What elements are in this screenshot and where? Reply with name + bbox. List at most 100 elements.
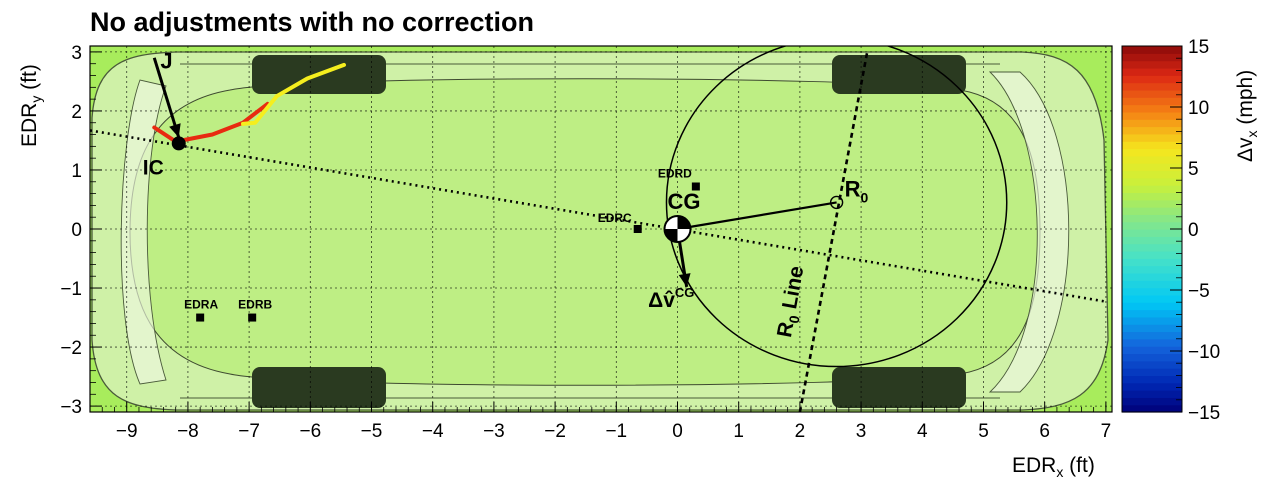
zero-line <box>90 129 1107 303</box>
y-tick-label: −2 <box>60 338 82 359</box>
edr-point <box>196 313 205 322</box>
r0-circle <box>665 46 1008 368</box>
colorbar-band <box>1122 382 1182 391</box>
colorbar-band <box>1122 390 1182 398</box>
x-tick-label: −1 <box>605 421 627 442</box>
x-tick-label: −9 <box>116 421 138 442</box>
colorbar-band <box>1122 287 1182 296</box>
colorbar-band <box>1122 272 1182 281</box>
cg-symbol-quadrant <box>677 216 691 229</box>
edr-point-label: EDRB <box>238 298 272 312</box>
x-tick-label: −3 <box>483 421 505 442</box>
colorbar-band <box>1122 111 1182 120</box>
r0-label-main: R <box>845 176 861 201</box>
colorbar-band <box>1122 46 1182 54</box>
x-tick-label: 0 <box>672 421 683 442</box>
colorbar-band <box>1122 97 1182 106</box>
delta-v-label-main: Δv̂ <box>648 289 675 312</box>
colorbar-band <box>1122 229 1182 237</box>
r0-label-sub: 0 <box>861 189 869 205</box>
x-tick-label: −6 <box>299 421 321 442</box>
x-tick-label: −4 <box>422 421 444 442</box>
x-tick-label: 4 <box>917 421 928 442</box>
colorbar-band <box>1122 75 1182 84</box>
colorbar-band <box>1122 280 1182 289</box>
colorbar-tick-label: −10 <box>1188 342 1220 363</box>
r0-line-label-main: R <box>773 320 798 339</box>
edr-point-label: EDRC <box>598 211 632 225</box>
colorbar-band <box>1122 67 1182 76</box>
r0-label: R0 <box>845 176 869 205</box>
y-tick-label: 1 <box>71 161 82 182</box>
j-arrow-head <box>169 123 181 138</box>
x-tick-label: 2 <box>795 421 806 442</box>
cg-r0-segment <box>677 201 837 231</box>
colorbar-band <box>1122 353 1182 362</box>
r0-point <box>829 195 844 210</box>
colorbar-band <box>1122 294 1182 303</box>
data-layer <box>90 46 1107 412</box>
colorbar-tick-label: 0 <box>1188 220 1199 241</box>
y-tick-label: 3 <box>71 43 82 64</box>
edr-point <box>633 225 642 233</box>
colorbar-band <box>1122 104 1182 113</box>
cg-symbol <box>663 215 692 243</box>
windshield-right <box>988 71 1070 393</box>
colorbar-band <box>1122 177 1182 186</box>
colorbar-band <box>1122 338 1182 347</box>
j-label: J <box>160 48 172 73</box>
colorbar-band <box>1122 89 1182 98</box>
x-tick-label: 3 <box>856 421 867 442</box>
colorbar-band <box>1122 53 1182 62</box>
j-arrow <box>152 57 181 138</box>
colorbar-band <box>1122 170 1182 179</box>
vehicle-cabin <box>129 78 1041 386</box>
colorbar-band <box>1122 265 1182 274</box>
colorbar-band <box>1122 243 1182 252</box>
edr-point-label: EDRA <box>184 298 218 312</box>
wheel-rear-right <box>252 367 386 408</box>
chart-title: No adjustments with no correction <box>90 7 534 37</box>
colorbar-band <box>1122 250 1182 259</box>
colorbar-tick-label: −15 <box>1188 403 1220 424</box>
x-tick-label: 5 <box>978 421 989 442</box>
colorbar-band <box>1122 397 1182 406</box>
x-tick-label: 7 <box>1101 421 1112 442</box>
colorbar-band <box>1122 155 1182 164</box>
colorbar-band <box>1122 60 1182 69</box>
delta-v-label-sup: CG <box>675 285 695 300</box>
x-tick-label: 1 <box>733 421 744 442</box>
colorbar-band <box>1122 192 1182 201</box>
colorbar-band <box>1122 126 1182 135</box>
wheel-front-left <box>832 55 966 94</box>
trajectory-series <box>152 101 270 144</box>
colorbar-band <box>1122 404 1182 413</box>
colorbar-band <box>1122 141 1182 150</box>
y-tick-label: −1 <box>60 279 82 300</box>
colorbar-band <box>1122 148 1182 157</box>
colorbar-band <box>1122 368 1182 376</box>
cg-label: CG <box>667 189 700 214</box>
wheel-front-right <box>832 367 966 408</box>
colorbar-band <box>1122 163 1182 172</box>
trajectory-series <box>241 62 346 126</box>
vehicle-outline <box>91 51 1109 411</box>
colorbar-tick-label: 15 <box>1188 37 1209 58</box>
ic-point <box>171 136 186 151</box>
colorbar-band <box>1122 360 1182 369</box>
windshield-left <box>120 79 167 385</box>
colorbar-band <box>1122 324 1182 333</box>
colorbar-tick-label: 10 <box>1188 98 1209 119</box>
y-tick-label: −3 <box>60 397 82 418</box>
colorbar-band <box>1122 258 1182 267</box>
y-tick-label: 2 <box>71 102 82 123</box>
colorbar-band <box>1122 207 1182 215</box>
colorbar-tick-label: −5 <box>1188 281 1210 302</box>
edr-point-label: EDRD <box>658 166 692 180</box>
edr-point <box>248 313 257 322</box>
colorbar-band <box>1122 119 1182 128</box>
